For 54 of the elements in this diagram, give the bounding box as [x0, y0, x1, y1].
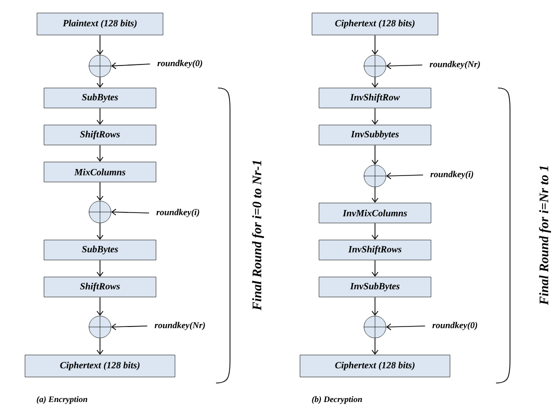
xor-symbol [88, 54, 112, 78]
process-box: InvSubbytes [318, 124, 432, 146]
process-box: Ciphertext (128 bits) [300, 354, 450, 378]
arrow [111, 208, 150, 216]
caption: (b) Decryption [312, 396, 362, 404]
roundkey-label: roundkey(0) [432, 322, 478, 330]
loop-label: Final Round for i=Nr to 1 [539, 166, 551, 305]
arrow [96, 260, 104, 277]
arrow [96, 182, 104, 201]
xor-symbol [88, 316, 112, 338]
arrow [96, 76, 104, 88]
arrow [96, 144, 104, 162]
roundkey-label: roundkey(Nr) [430, 60, 480, 70]
arrow [386, 323, 426, 330]
arrow [372, 222, 378, 240]
arrow [372, 296, 378, 316]
arrow [372, 76, 378, 88]
arrow [386, 172, 424, 180]
process-box: Plaintext (128 bits) [36, 12, 164, 36]
process-box: MixColumns [44, 162, 156, 182]
xor-symbol [88, 200, 112, 224]
caption: (a) Encryption [36, 396, 88, 404]
process-box: InvSubBytes [318, 276, 432, 298]
arrow [372, 186, 378, 203]
arrow [96, 34, 104, 55]
arrow [96, 222, 104, 240]
arrow [372, 34, 378, 55]
process-box: SubBytes [44, 240, 156, 260]
process-box: Ciphertext (128 bits) [312, 12, 438, 36]
process-box: ShiftRows [44, 124, 156, 146]
arrow [372, 260, 378, 277]
arrow [372, 144, 378, 165]
arrow [96, 296, 104, 316]
arrow [96, 338, 104, 355]
roundkey-label: roundkey(Nr) [154, 322, 205, 330]
arrow [372, 338, 378, 355]
xor-symbol [364, 54, 386, 78]
loop-label: Final Round for i=0 to Nr-1 [252, 160, 264, 310]
xor-symbol [364, 316, 386, 338]
process-box: Ciphertext (128 bits) [24, 354, 176, 378]
arrow [96, 108, 104, 125]
roundkey-label: roundkey(0) [157, 60, 202, 68]
arrow [111, 323, 148, 330]
process-box: InvShiftRows [318, 240, 432, 260]
process-box: InvShiftRow [318, 88, 432, 108]
arrow [386, 62, 423, 70]
arrow [372, 108, 378, 125]
xor-symbol [364, 164, 386, 188]
process-box: SubBytes [44, 88, 156, 108]
process-box: ShiftRows [44, 276, 156, 298]
process-box: InvMixColumns [318, 202, 432, 224]
roundkey-label: roundkey(i) [430, 170, 474, 180]
arrow [111, 62, 150, 70]
roundkey-label: roundkey(i) [156, 208, 200, 218]
